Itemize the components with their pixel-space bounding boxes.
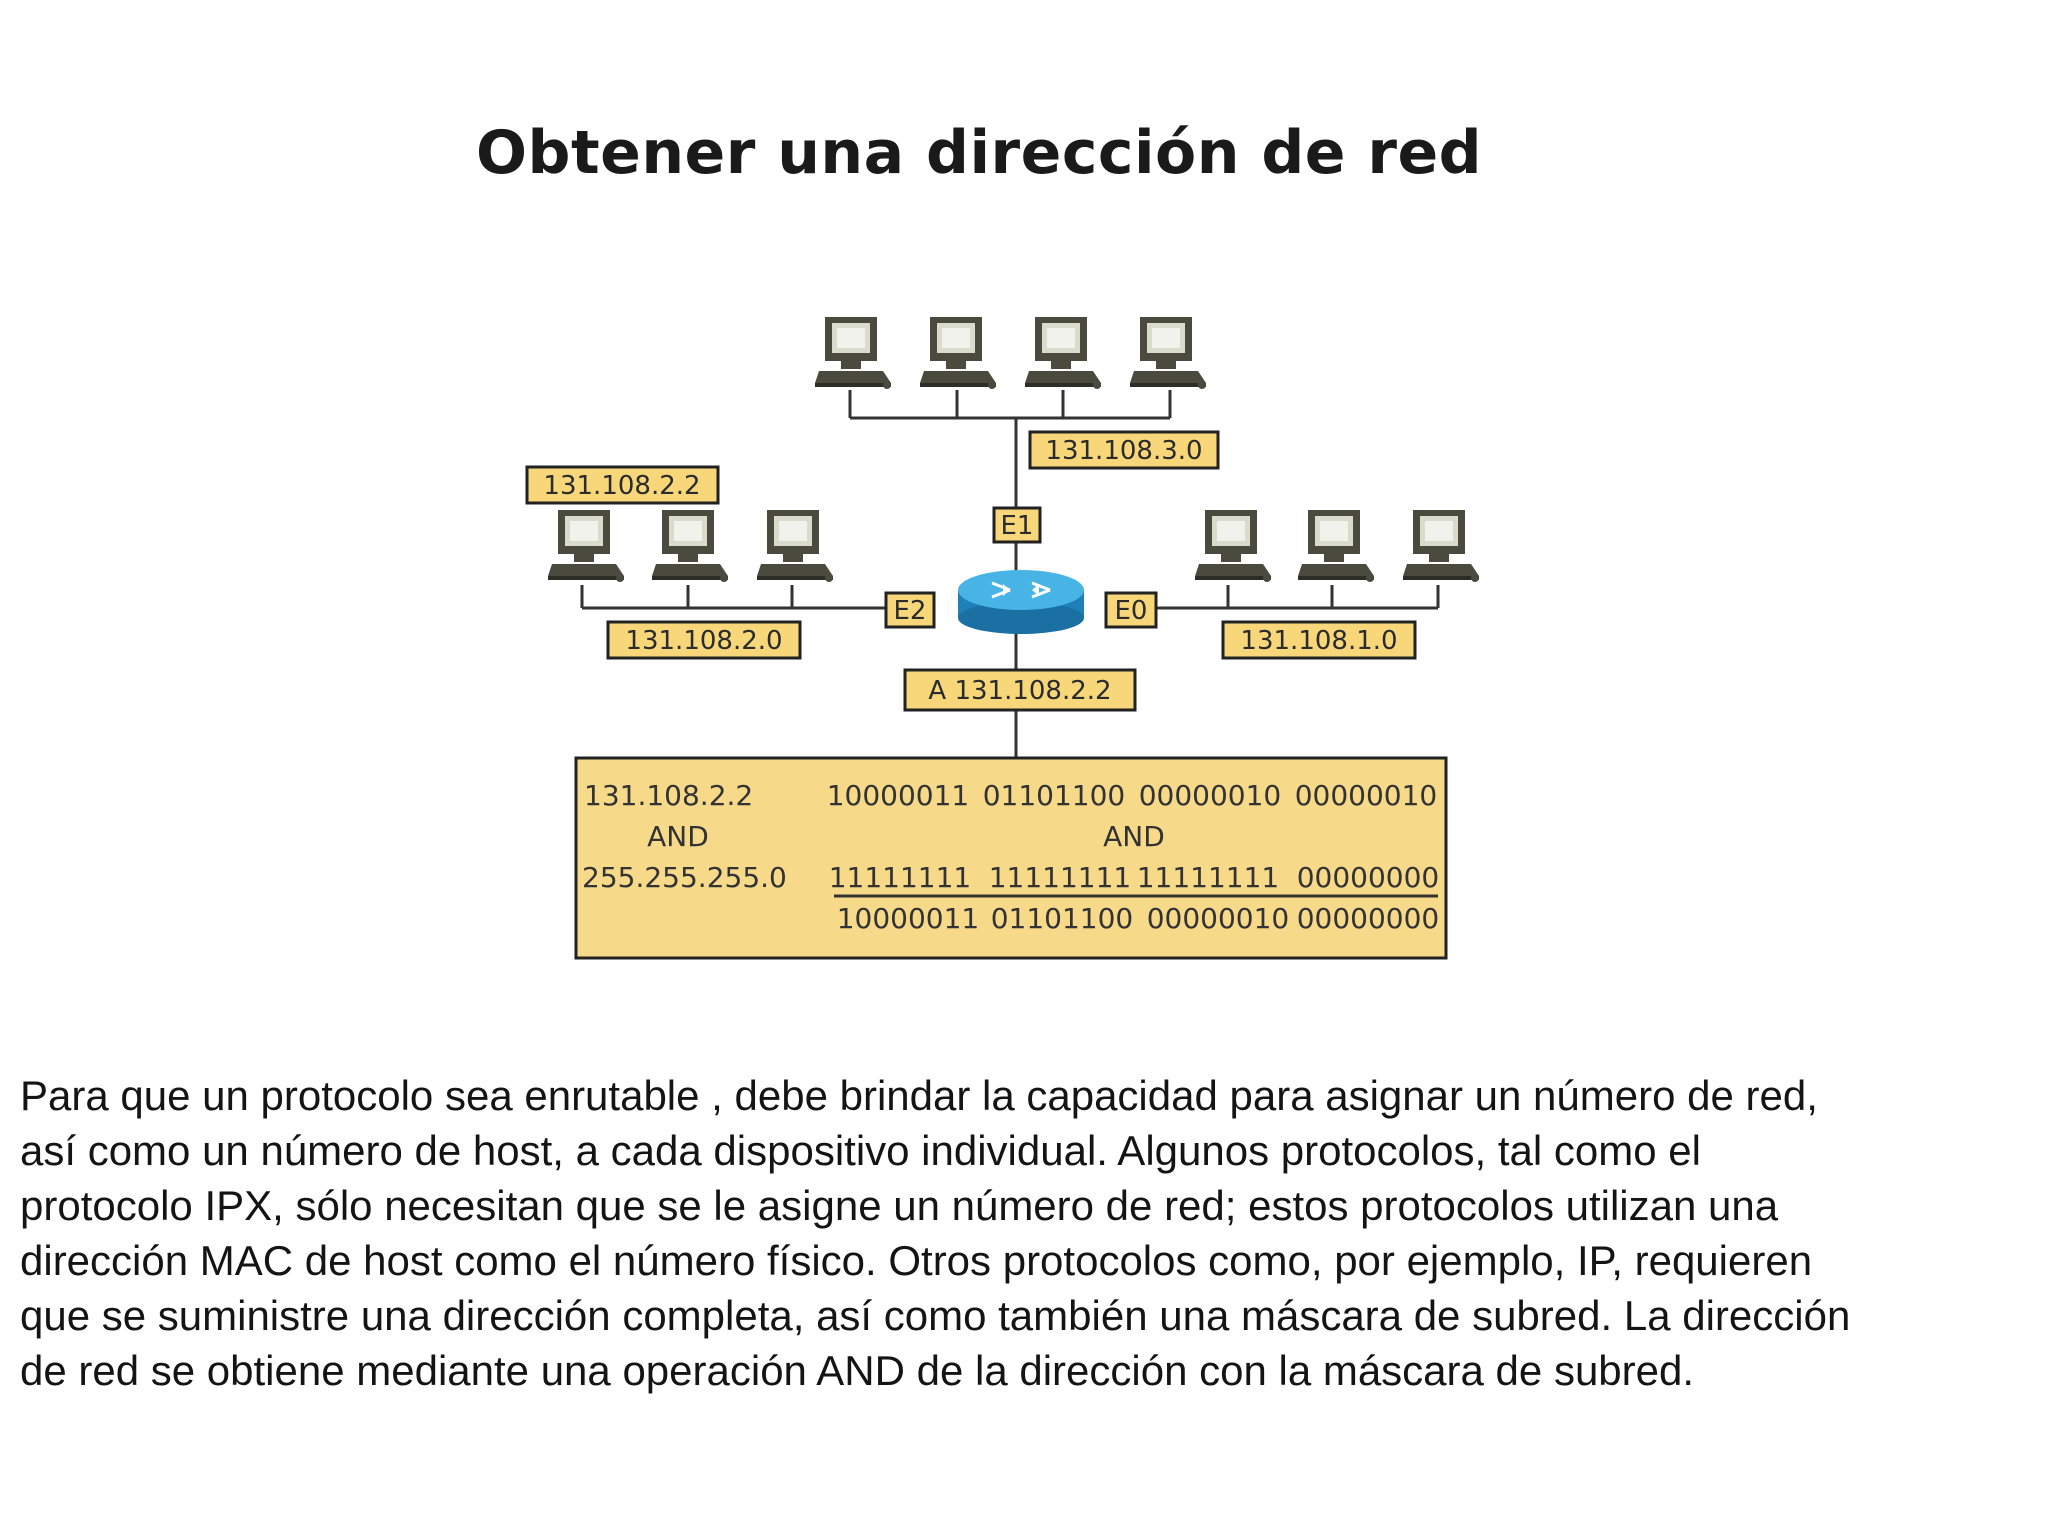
paragraph-line: de red se obtiene mediante una operación… (20, 1347, 1695, 1394)
computer-icon (757, 510, 833, 582)
top-network (815, 317, 1206, 578)
description-paragraph: Para que un protocolo sea enrutable , de… (20, 1068, 2030, 1398)
label-router-address: A 131.108.2.2 (903, 668, 1137, 712)
label-network-top: 131.108.3.0 (1028, 430, 1220, 470)
label-interface-e0: E0 (1104, 591, 1158, 629)
binary-mask-octet: 11111111 (989, 861, 1132, 894)
and-operation-table: 131.108.2.2 AND 255.255.255.0 10000011 0… (574, 756, 1448, 960)
computer-icon (1298, 510, 1374, 582)
binary-address-octet: 00000010 (1139, 779, 1282, 812)
svg-text:E2: E2 (894, 596, 927, 626)
label-host-address: 131.108.2.2 (525, 465, 720, 505)
svg-text:131.108.3.0: 131.108.3.0 (1045, 436, 1202, 466)
computer-icon (652, 510, 728, 582)
label-network-left: 131.108.2.0 (606, 620, 802, 660)
computer-icon (1130, 317, 1206, 389)
computer-icon (548, 510, 624, 582)
binary-result-octet: 00000010 (1147, 902, 1290, 935)
decimal-and: AND (647, 820, 709, 853)
computer-icon (1195, 510, 1271, 582)
binary-mask-octet: 11111111 (1137, 861, 1280, 894)
decimal-address: 131.108.2.2 (584, 779, 753, 812)
paragraph-line: que se suministre una dirección completa… (20, 1292, 1851, 1339)
computer-icon (815, 317, 891, 389)
computer-icon (1403, 510, 1479, 582)
paragraph-line: así como un número de host, a cada dispo… (20, 1127, 1701, 1174)
paragraph-line: protocolo IPX, sólo necesitan que se le … (20, 1182, 1779, 1229)
binary-result-octet: 00000000 (1297, 902, 1440, 935)
svg-text:131.108.1.0: 131.108.1.0 (1240, 626, 1397, 656)
label-interface-e1: E1 (992, 506, 1042, 544)
computer-icon (1025, 317, 1101, 389)
paragraph-line: Para que un protocolo sea enrutable , de… (20, 1072, 1818, 1119)
left-network (548, 510, 886, 610)
binary-mask-octet: 11111111 (829, 861, 972, 894)
svg-text:E0: E0 (1115, 596, 1148, 626)
page-title: Obtener una dirección de red (476, 118, 1483, 188)
binary-address-octet: 00000010 (1295, 779, 1438, 812)
computer-icon (920, 317, 996, 389)
binary-result-octet: 10000011 (837, 902, 980, 935)
router-icon (958, 570, 1084, 634)
binary-address-octet: 01101100 (983, 779, 1126, 812)
binary-mask-octet: 00000000 (1297, 861, 1440, 894)
binary-result-octet: 01101100 (991, 902, 1134, 935)
label-interface-e2: E2 (884, 591, 936, 629)
paragraph-line: dirección MAC de host como el número fís… (20, 1237, 1813, 1284)
right-network (1106, 510, 1479, 610)
svg-text:131.108.2.2: 131.108.2.2 (543, 471, 700, 501)
svg-text:A 131.108.2.2: A 131.108.2.2 (928, 676, 1111, 706)
svg-text:E1: E1 (1001, 511, 1034, 541)
svg-text:131.108.2.0: 131.108.2.0 (625, 626, 782, 656)
label-network-right: 131.108.1.0 (1221, 620, 1417, 660)
binary-address-octet: 10000011 (827, 779, 970, 812)
binary-and: AND (1103, 820, 1165, 853)
decimal-mask: 255.255.255.0 (582, 861, 787, 894)
